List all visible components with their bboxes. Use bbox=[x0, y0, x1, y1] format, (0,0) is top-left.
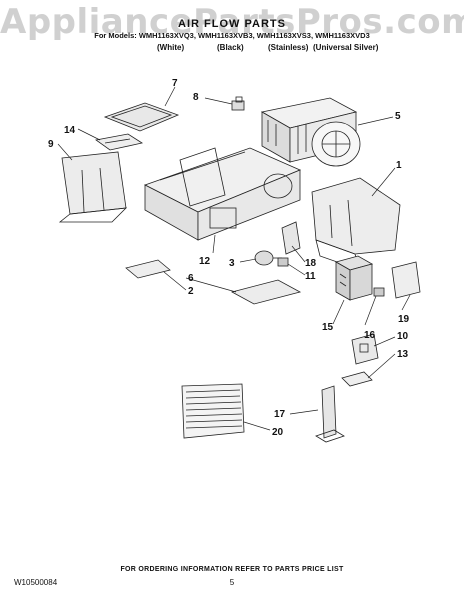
part-17-vent-duct bbox=[315, 385, 345, 443]
finish-white: (White) bbox=[157, 43, 185, 52]
callout-12: 12 bbox=[199, 256, 211, 267]
callout-19: 19 bbox=[398, 314, 410, 325]
callout-10: 10 bbox=[397, 331, 409, 342]
part-15-transformer bbox=[334, 255, 374, 301]
chassis-base bbox=[143, 147, 302, 241]
watermark: AppliancePartsPros.com bbox=[0, 2, 464, 42]
finish-universal-silver: (Universal Silver) bbox=[313, 43, 379, 52]
part-2-plate bbox=[125, 259, 171, 279]
part-13-angle-bracket bbox=[341, 371, 373, 387]
callout-9: 9 bbox=[48, 139, 54, 150]
callout-2: 2 bbox=[188, 286, 194, 297]
callout-20: 20 bbox=[272, 427, 284, 438]
part-18-bracket bbox=[281, 221, 301, 255]
part-19-bracket-plate bbox=[391, 261, 421, 299]
part-9-duct-panel bbox=[58, 151, 128, 223]
callout-6: 6 bbox=[188, 273, 194, 284]
callout-labels: 7 8 5 14 9 1 12 3 18 11 2 6 19 15 16 10 … bbox=[48, 78, 410, 438]
part-8-switch bbox=[231, 96, 245, 111]
diagram-title: AIR FLOW PARTS bbox=[178, 18, 286, 30]
leader-lines bbox=[57, 86, 411, 431]
callout-11: 11 bbox=[305, 271, 316, 282]
document-number: W10500084 bbox=[14, 578, 58, 587]
callout-3: 3 bbox=[229, 258, 235, 269]
callout-17: 17 bbox=[274, 409, 286, 420]
callout-13: 13 bbox=[397, 349, 409, 360]
callout-14: 14 bbox=[64, 125, 76, 136]
part-1-air-duct bbox=[311, 177, 401, 271]
callout-18: 18 bbox=[305, 258, 317, 269]
ordering-info: FOR ORDERING INFORMATION REFER TO PARTS … bbox=[120, 566, 344, 573]
callout-1: 1 bbox=[396, 160, 402, 171]
part-20-grille bbox=[181, 383, 245, 439]
callout-16: 16 bbox=[364, 330, 376, 341]
finish-stainless: (Stainless) bbox=[268, 43, 309, 52]
page-number: 5 bbox=[229, 578, 235, 587]
part-5-blower-motor bbox=[260, 97, 361, 167]
part-14-bracket bbox=[95, 133, 144, 151]
finish-black: (Black) bbox=[217, 43, 244, 52]
part-6-tray bbox=[230, 279, 302, 305]
part-7-filter-plate bbox=[103, 102, 180, 132]
callout-8: 8 bbox=[193, 92, 199, 103]
part-11-clip bbox=[277, 257, 289, 267]
model-list: For Models: WMH1163XVQ3, WMH1163XVB3, WM… bbox=[94, 31, 370, 40]
callout-5: 5 bbox=[395, 111, 401, 122]
part-16-switch bbox=[373, 287, 385, 297]
part-10-control-plate bbox=[351, 333, 379, 365]
callout-7: 7 bbox=[172, 78, 178, 89]
callout-15: 15 bbox=[322, 322, 334, 333]
part-3-motor bbox=[254, 250, 282, 266]
